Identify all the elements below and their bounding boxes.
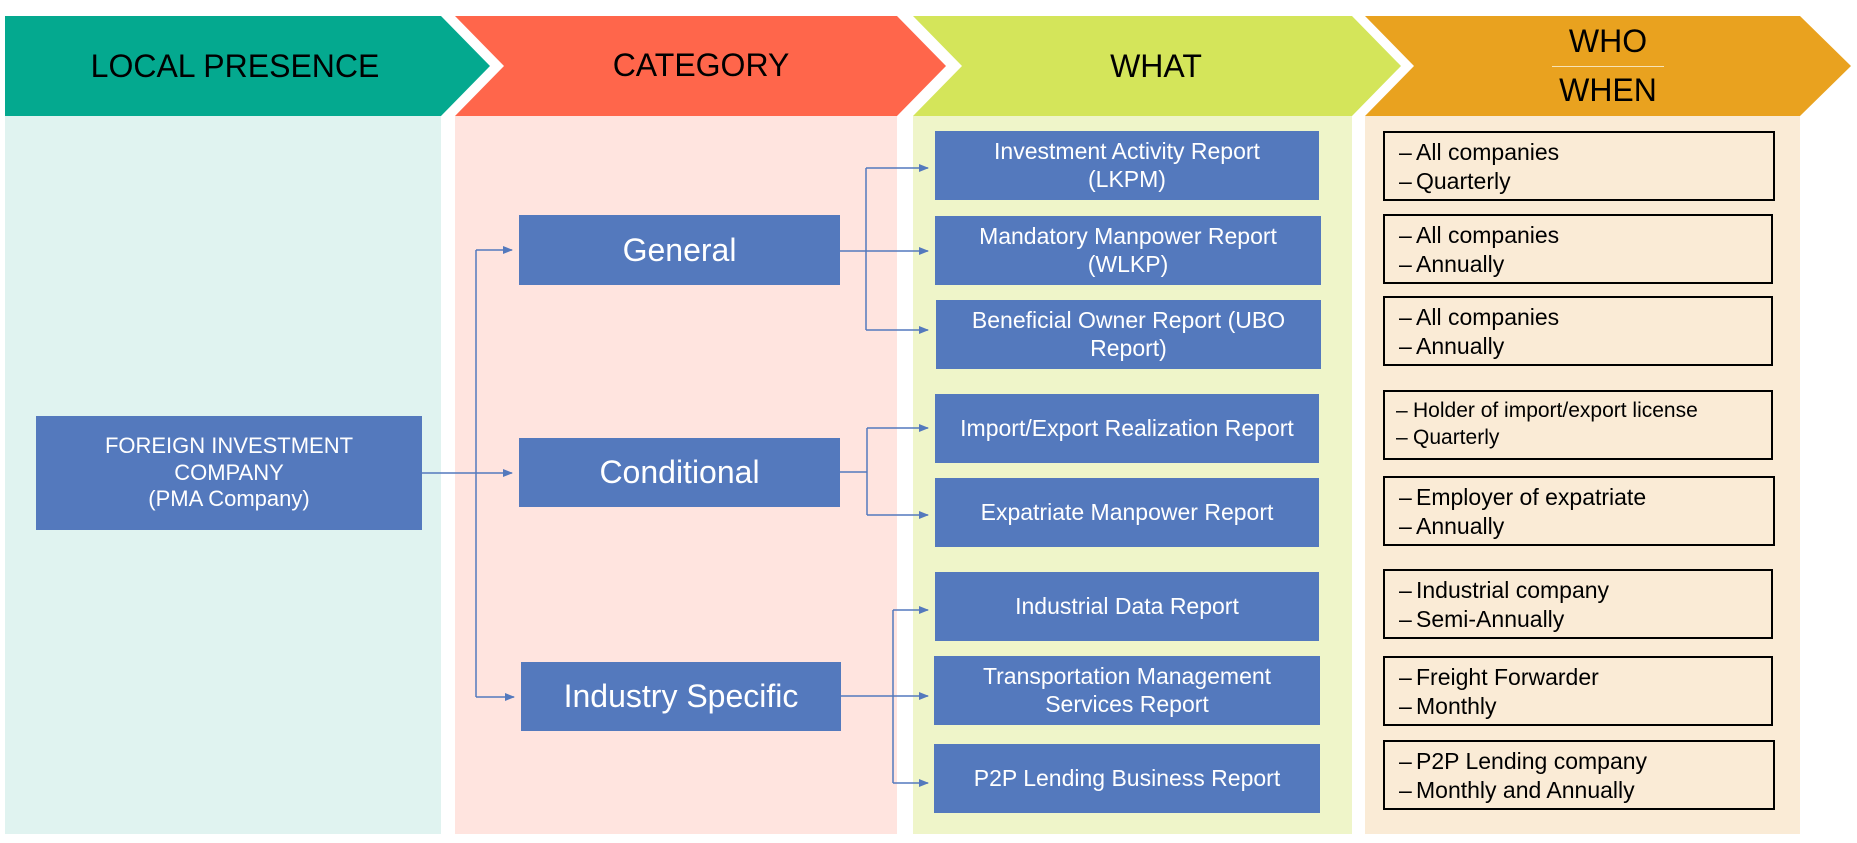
who-when-box-lkpm: –All companies –Quarterly: [1383, 131, 1775, 201]
who-line: –All companies: [1399, 222, 1560, 248]
who-line: –Freight Forwarder: [1399, 664, 1599, 690]
category-general-label: General: [622, 231, 737, 268]
who-when-header: WHO WHEN: [1390, 16, 1826, 116]
entity-line-1: FOREIGN INVESTMENT: [104, 433, 354, 459]
report-title: Expatriate Manpower Report: [980, 498, 1274, 525]
category-industry-specific-box: Industry Specific: [521, 662, 841, 731]
category-conditional-box: Conditional: [519, 438, 840, 507]
entity-line-2: COMPANY: [174, 459, 284, 485]
category-header-text: CATEGORY: [612, 46, 790, 83]
foreign-investment-company-box: FOREIGN INVESTMENT COMPANY (PMA Company): [36, 416, 422, 530]
local-presence-header-shape: [5, 16, 490, 116]
when-header-text: WHEN: [1559, 72, 1657, 108]
local-presence-header-text: LOCAL PRESENCE: [90, 47, 380, 84]
who-when-box-import-export: –Holder of import/export license –Quarte…: [1383, 390, 1773, 460]
report-box-p2p: P2P Lending Business Report: [934, 744, 1320, 813]
report-subtitle: Report): [1090, 334, 1167, 361]
when-line: –Semi-Annually: [1399, 606, 1565, 632]
report-box-import-export: Import/Export Realization Report: [935, 394, 1319, 463]
who-line: –P2P Lending company: [1399, 748, 1648, 774]
who-line: –All companies: [1399, 139, 1560, 165]
when-line: –Annually: [1399, 513, 1505, 539]
report-box-industrial-data: Industrial Data Report: [935, 572, 1319, 641]
report-box-ubo: Beneficial Owner Report (UBO Report): [936, 300, 1321, 369]
report-box-wlkp: Mandatory Manpower Report (WLKP): [935, 216, 1321, 285]
report-subtitle: Services Report: [1045, 690, 1209, 717]
report-subtitle: (LKPM): [1088, 165, 1166, 192]
who-header-text: WHO: [1568, 23, 1648, 59]
report-subtitle: (WLKP): [1087, 250, 1169, 277]
who-when-box-expatriate: –Employer of expatriate –Annually: [1383, 476, 1775, 546]
what-header-text: WHAT: [1110, 47, 1202, 84]
who-line: –Industrial company: [1399, 577, 1610, 603]
who-when-box-industrial-data: –Industrial company –Semi-Annually: [1383, 569, 1773, 639]
who-line: –All companies: [1399, 304, 1560, 330]
report-box-lkpm: Investment Activity Report (LKPM): [935, 131, 1319, 200]
when-line: –Monthly: [1399, 693, 1497, 719]
when-line: –Monthly and Annually: [1399, 777, 1635, 803]
report-box-expatriate: Expatriate Manpower Report: [935, 478, 1319, 547]
when-line: –Annually: [1399, 333, 1505, 359]
who-when-box-p2p: –P2P Lending company –Monthly and Annual…: [1383, 740, 1775, 810]
entity-line-3: (PMA Company): [148, 486, 310, 512]
category-industry-specific-label: Industry Specific: [563, 678, 799, 715]
who-line: –Employer of expatriate: [1399, 484, 1647, 510]
report-title: Import/Export Realization Report: [960, 414, 1294, 441]
who-when-box-transportation: –Freight Forwarder –Monthly: [1383, 656, 1773, 726]
report-title: Beneficial Owner Report (UBO: [971, 306, 1286, 333]
who-when-divider: [1552, 66, 1664, 67]
who-when-box-ubo: –All companies –Annually: [1383, 296, 1773, 366]
when-line: –Quarterly: [1399, 168, 1511, 194]
report-title: Mandatory Manpower Report: [979, 222, 1277, 249]
when-line: –Quarterly: [1396, 426, 1500, 449]
report-title: Transportation Management: [982, 662, 1272, 689]
category-header-shape: [455, 16, 946, 116]
report-box-transportation: Transportation Management Services Repor…: [934, 656, 1320, 725]
report-title: P2P Lending Business Report: [973, 764, 1281, 791]
category-header: CATEGORY: [480, 16, 922, 114]
local-presence-header: LOCAL PRESENCE: [5, 16, 465, 116]
what-header: WHAT: [936, 16, 1376, 116]
when-line: –Annually: [1399, 251, 1505, 277]
category-conditional-label: Conditional: [599, 454, 760, 491]
who-when-box-wlkp: –All companies –Annually: [1383, 214, 1773, 284]
report-title: Industrial Data Report: [1015, 592, 1239, 619]
who-line: –Holder of import/export license: [1396, 399, 1698, 422]
category-general-box: General: [519, 215, 840, 285]
report-title: Investment Activity Report: [994, 137, 1260, 164]
what-header-shape: [913, 16, 1401, 116]
